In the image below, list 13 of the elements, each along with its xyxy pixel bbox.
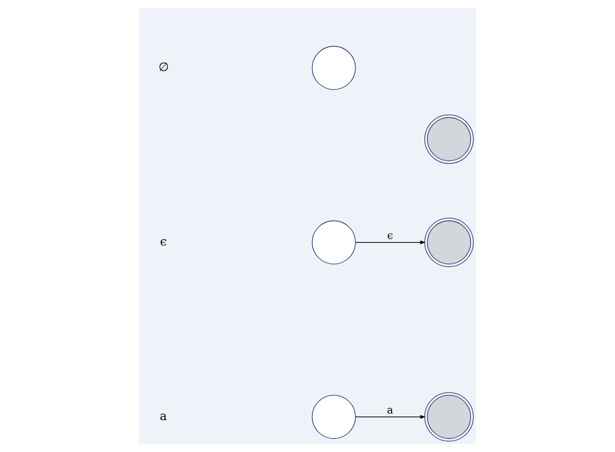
edge-label: ϵ — [387, 228, 394, 242]
arrow — [355, 415, 426, 419]
node-circle — [312, 394, 356, 439]
node-doublecircle — [424, 218, 474, 268]
label: ϵ — [160, 234, 167, 248]
node-doublecircle — [424, 392, 474, 442]
arrow — [355, 240, 426, 244]
label: a — [160, 408, 167, 423]
node-circle — [312, 220, 356, 264]
edge-label: a — [386, 403, 394, 416]
node-doublecircle — [424, 114, 474, 164]
node-circle — [312, 46, 356, 90]
label: ∅ — [158, 60, 168, 74]
